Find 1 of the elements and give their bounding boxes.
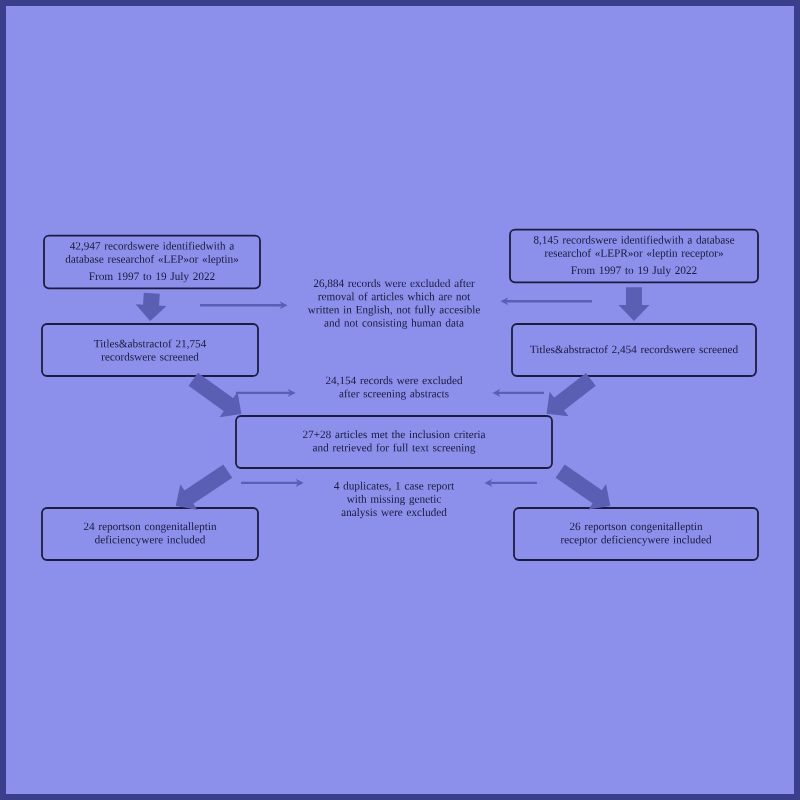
block-arrow bbox=[546, 373, 596, 417]
